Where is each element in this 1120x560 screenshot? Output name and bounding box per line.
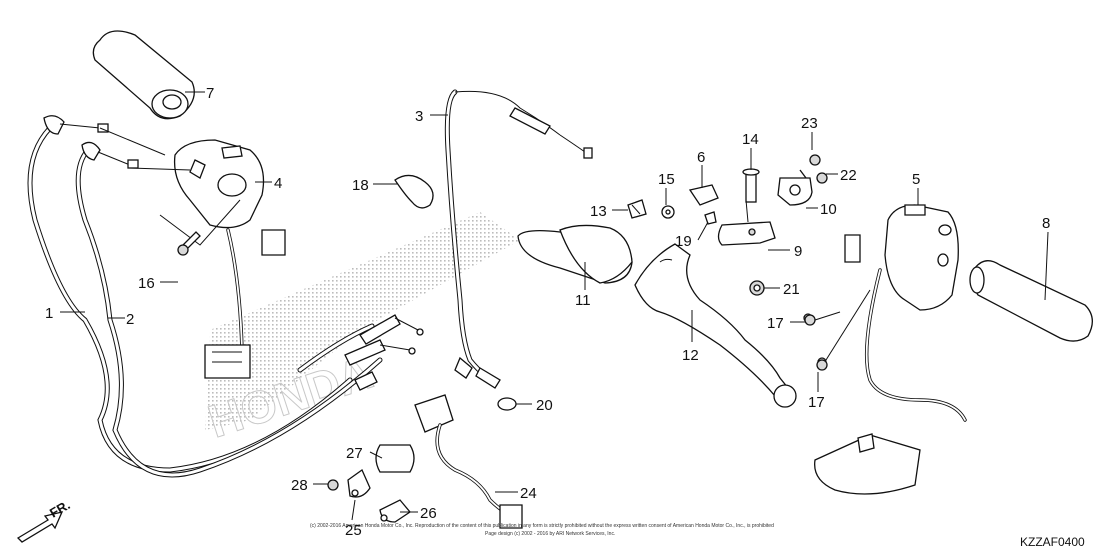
callout-2: 2: [126, 311, 134, 328]
callout-14: 14: [742, 131, 759, 148]
left-switch-housing-part: [173, 139, 286, 379]
throttle-cable-a-part: [27, 115, 353, 473]
callout-1: 1: [45, 305, 53, 322]
left-grip-part: [92, 30, 195, 120]
screw-16-part: [177, 231, 201, 256]
callout-6: 6: [697, 149, 705, 166]
copyright-line-1: (c) 2002-2016 American Honda Motor Co., …: [310, 523, 774, 529]
brake-lever-part: [634, 243, 797, 408]
callout-19: 19: [675, 233, 692, 250]
brake-switch-assembly: [627, 154, 828, 296]
callout-9: 9: [794, 243, 802, 260]
callout-16: 16: [138, 275, 155, 292]
copyright-line-2: Page design (c) 2002 - 2016 by ARI Netwo…: [485, 531, 615, 537]
handlebar-shadow: [205, 212, 520, 430]
callout-8: 8: [1042, 215, 1050, 232]
callout-12: 12: [682, 347, 699, 364]
throttle-cable-b-part: [75, 141, 383, 478]
callout-21: 21: [783, 281, 800, 298]
callout-22: 22: [840, 167, 857, 184]
cable-clip-part: [394, 174, 434, 209]
callout-24: 24: [520, 485, 537, 502]
clutch-switch-harness-part: [414, 394, 523, 529]
callout-4: 4: [274, 175, 282, 192]
right-grip-part: [969, 260, 1093, 342]
callout-25: 25: [345, 522, 362, 539]
diagram-code: KZZAF0400: [1020, 535, 1085, 549]
callout-10: 10: [820, 201, 837, 218]
front-direction-arrow: FR.: [16, 497, 73, 543]
callout-11: 11: [575, 292, 591, 309]
callout-15: 15: [658, 171, 675, 188]
callout-27: 27: [346, 445, 363, 462]
callout-18: 18: [352, 177, 369, 194]
callout-5: 5: [912, 171, 920, 188]
callout-3: 3: [415, 108, 423, 125]
callout-17-upper: 17: [767, 315, 784, 332]
leader-4: [99, 127, 241, 246]
screw-17-parts: [804, 289, 871, 371]
callout-13: 13: [590, 203, 607, 220]
throttle-cable-ends: [344, 314, 424, 391]
lower-small-parts: [327, 444, 415, 523]
callout-labels: 1 2 3 4 5 6 7 8 9 10 11 12 13 14 15 16 1…: [45, 85, 1050, 539]
right-switch-housing-part: [803, 204, 967, 495]
clutch-cable-part: [444, 89, 593, 411]
throttle-grip-part: [517, 224, 633, 284]
callout-26: 26: [420, 505, 437, 522]
callout-17-lower: 17: [808, 394, 825, 411]
callout-7: 7: [206, 85, 214, 102]
callout-28: 28: [291, 477, 308, 494]
callout-23: 23: [801, 115, 818, 132]
callout-20: 20: [536, 397, 553, 414]
